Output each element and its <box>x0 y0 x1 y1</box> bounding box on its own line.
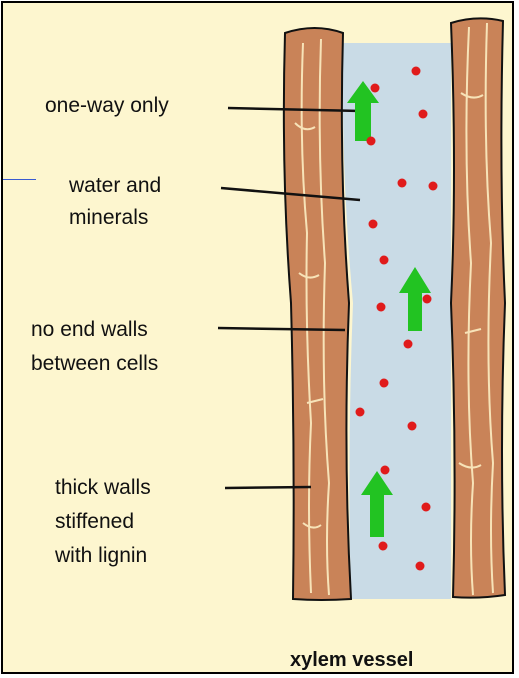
label-water-line1: water and <box>69 171 161 201</box>
label-thick-line2: stiffened <box>55 507 134 537</box>
pointer-thick-walls <box>225 487 311 488</box>
label-one-way: one-way only <box>45 91 169 121</box>
right-wall <box>451 18 505 597</box>
left-wall <box>284 28 351 600</box>
label-end-walls-line1: no end walls <box>31 315 148 345</box>
label-end-walls-line2: between cells <box>31 349 158 379</box>
label-water-line2: minerals <box>69 203 148 233</box>
label-thick-line3: with lignin <box>55 541 147 571</box>
label-thick-line1: thick walls <box>55 473 151 503</box>
diagram-caption: xylem vessel <box>290 649 413 672</box>
